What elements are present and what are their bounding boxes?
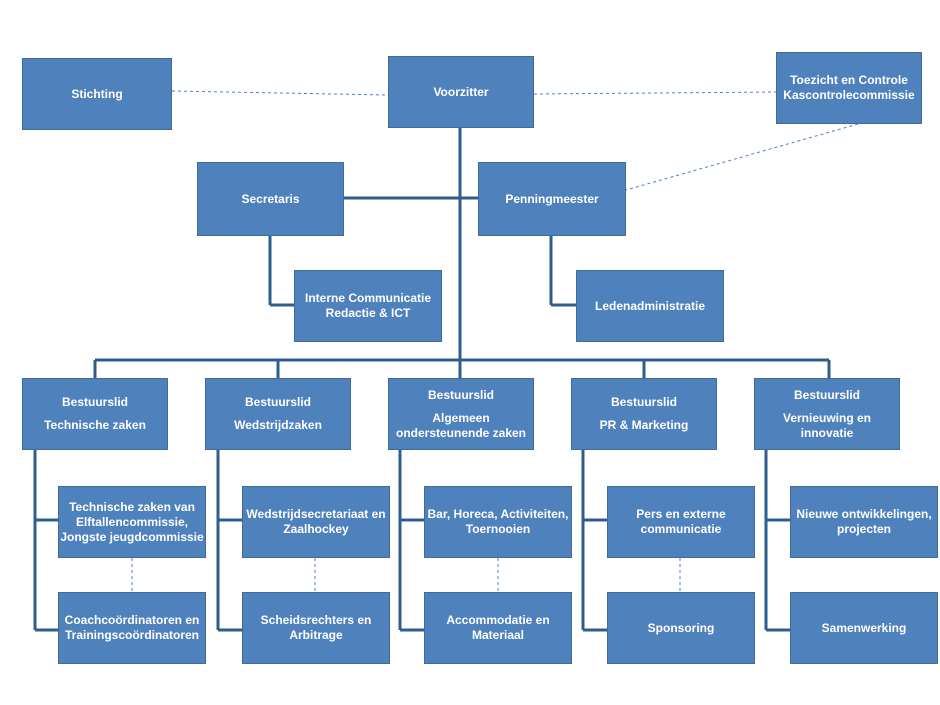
node-label-line: Materiaal <box>471 628 525 642</box>
node-label-line: Coachcoördinatoren en <box>64 613 200 627</box>
node-bar-horeca[interactable]: Bar, Horeca, Activiteiten,Toernooien <box>424 486 572 558</box>
node-label-line: Toezicht en Controle <box>790 73 908 87</box>
node-label-line: Elftallencommissie, <box>75 514 189 529</box>
node-secretaris[interactable]: Secretaris <box>197 162 344 236</box>
node-label-line: Pers en externe <box>636 507 726 521</box>
node-label-line: projecten <box>836 522 891 536</box>
node-label-line: ondersteunende zaken <box>395 425 527 440</box>
node-label-line: Jongste jeugdcommissie <box>60 529 204 544</box>
node-bestuurslid-pr-marketing[interactable]: Bestuurslid PR & Marketing <box>571 378 717 450</box>
node-voorzitter[interactable]: Voorzitter <box>388 56 534 128</box>
node-label-line: communicatie <box>640 522 722 536</box>
node-label-line: Bestuurslid <box>610 395 677 409</box>
node-samenwerking[interactable]: Samenwerking <box>790 592 938 664</box>
node-ledenadministratie[interactable]: Ledenadministratie <box>576 270 724 342</box>
node-sponsoring[interactable]: Sponsoring <box>607 592 755 664</box>
node-label-line: Bestuurslid <box>61 395 128 409</box>
node-label-line: Kascontrolecommissie <box>783 88 915 102</box>
node-label-line: Technische zaken van <box>69 499 195 514</box>
node-label-line: Algemeen <box>432 410 490 425</box>
node-label-line: Accommodatie en <box>446 613 550 627</box>
node-label-line: Bestuurslid <box>244 395 311 409</box>
node-label-line: Arbitrage <box>289 628 343 642</box>
dashed-link-voorzitter-toezicht <box>533 91 777 95</box>
node-label-line: Stichting <box>71 86 123 101</box>
node-label-line: Sponsoring <box>647 620 715 635</box>
node-label-line: Secretaris <box>241 191 300 206</box>
node-label-line: Bar, Horeca, Activiteiten, <box>427 507 569 521</box>
node-label-line: Trainingscoördinatoren <box>64 628 199 642</box>
node-label-line: Bestuurslid <box>793 387 860 402</box>
node-label-line: innovatie <box>800 425 854 440</box>
node-label-line: Nieuwe ontwikkelingen, <box>796 507 932 521</box>
node-label-line: Scheidsrechters en <box>260 613 372 627</box>
node-label-line: Technische zaken <box>44 418 146 432</box>
node-label-line: Samenwerking <box>821 620 907 635</box>
dashed-link-stichting-voorzitter <box>171 90 389 96</box>
node-label-line: Ledenadministratie <box>594 298 706 313</box>
node-label-line: Vernieuwing en <box>782 410 872 425</box>
node-label-line: Interne Communicatie <box>304 291 432 305</box>
node-label-line: Wedstrijdsecretariaat en <box>246 507 386 521</box>
node-nieuwe-ontwikkelingen[interactable]: Nieuwe ontwikkelingen,projecten <box>790 486 938 558</box>
node-label-line: Voorzitter <box>433 84 489 99</box>
node-label-line: Redactie & ICT <box>325 306 411 320</box>
node-label-line: Zaalhockey <box>283 522 349 536</box>
dashed-link-toezicht-penningmeester <box>625 123 859 191</box>
node-label-line: Penningmeester <box>505 191 599 206</box>
node-label-line: Toernooien <box>465 522 531 536</box>
node-label-line: Bestuurslid <box>427 387 494 402</box>
node-stichting[interactable]: Stichting <box>22 58 172 130</box>
node-penningmeester[interactable]: Penningmeester <box>478 162 626 236</box>
node-label-line: Wedstrijdzaken <box>234 418 322 432</box>
node-label-line: PR & Marketing <box>599 418 689 432</box>
